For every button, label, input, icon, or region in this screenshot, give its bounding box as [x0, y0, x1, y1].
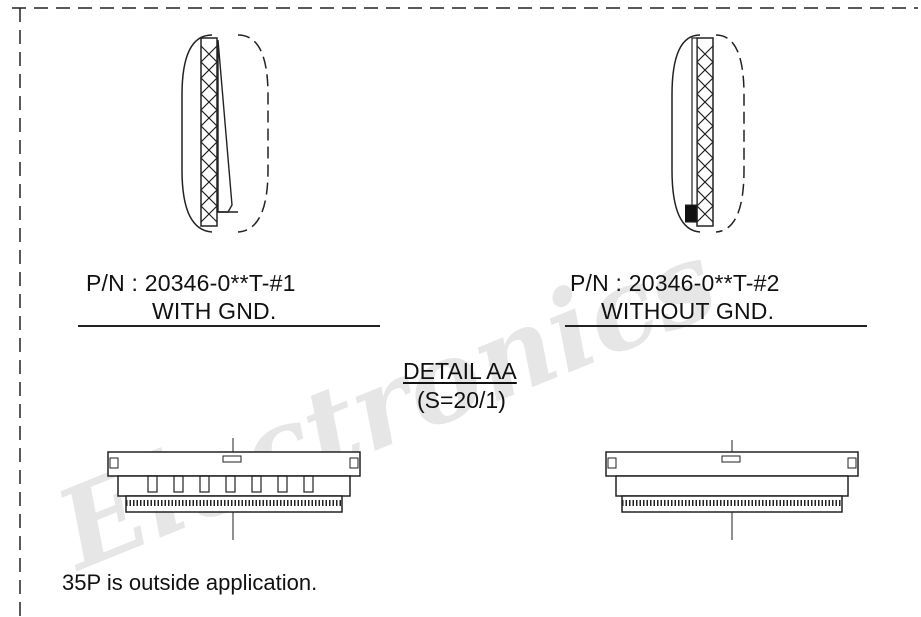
variant-1-description: WITH GND.	[152, 298, 277, 324]
variant-1-part-number: P/N : 20346-0**T-#1	[86, 270, 296, 296]
detail-title: DETAIL AA	[403, 358, 517, 384]
detail-without-gnd-figure	[671, 34, 745, 233]
detail-scale: (S=20/1)	[417, 387, 506, 413]
variant-2-part-number: P/N : 20346-0**T-#2	[570, 270, 780, 296]
variant-2-description: WITHOUT GND.	[601, 298, 775, 324]
application-note: 35P is outside application.	[62, 570, 318, 595]
detail-with-gnd-figure	[181, 34, 269, 233]
connector-with-gnd-figure	[107, 438, 361, 540]
connector-without-gnd-figure	[605, 440, 859, 540]
